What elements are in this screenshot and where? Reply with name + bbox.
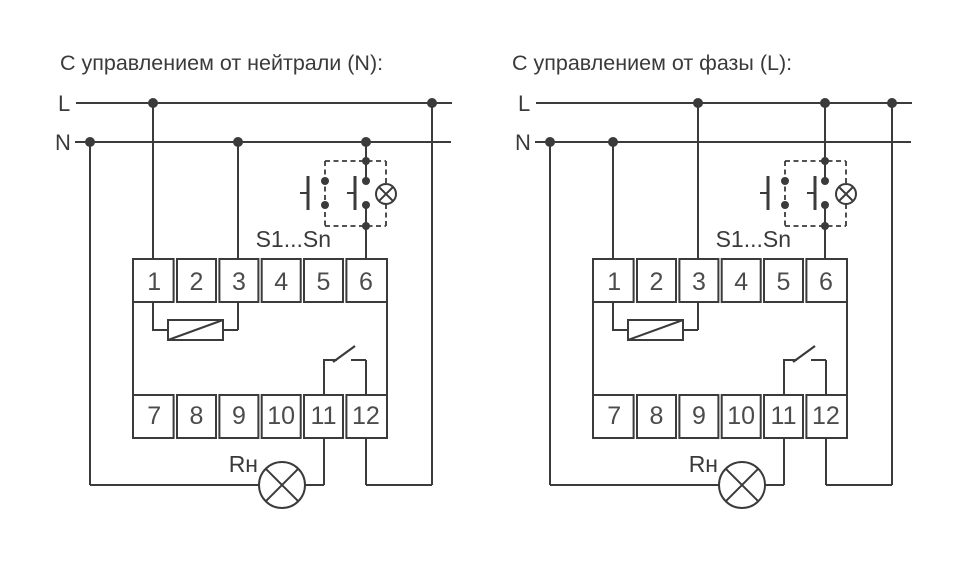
push-button-icon bbox=[807, 176, 829, 210]
terminal-number: 11 bbox=[311, 402, 337, 430]
terminal-number: 1 bbox=[147, 268, 161, 296]
terminal-number: 7 bbox=[607, 402, 621, 430]
terminal-number: 10 bbox=[727, 402, 755, 430]
load-lamp-icon bbox=[718, 461, 766, 509]
terminal-number: 12 bbox=[812, 402, 840, 430]
switch-range-label: S1...Sn bbox=[716, 226, 791, 252]
terminal-number: 2 bbox=[190, 268, 204, 296]
relay-coil-icon bbox=[152, 302, 239, 341]
junction-dots bbox=[85, 98, 437, 230]
load-lamp-icon bbox=[258, 461, 306, 509]
terminal-number: 5 bbox=[317, 268, 331, 296]
bus-label-n: N bbox=[515, 130, 531, 155]
load-label: Rн bbox=[689, 451, 718, 477]
terminal-number: 5 bbox=[777, 268, 791, 296]
junction-dots bbox=[545, 98, 897, 230]
terminal-number: 3 bbox=[232, 268, 246, 296]
lamp-icon bbox=[835, 183, 857, 205]
push-button-icon bbox=[300, 176, 329, 210]
terminal-number: 4 bbox=[274, 268, 288, 296]
terminal-number: 9 bbox=[692, 402, 706, 430]
terminal-number: 3 bbox=[692, 268, 706, 296]
lamp-icon bbox=[375, 183, 397, 205]
terminal-number: 1 bbox=[607, 268, 621, 296]
terminal-number: 4 bbox=[734, 268, 748, 296]
terminal-number: 12 bbox=[352, 402, 380, 430]
dashed-parallel-wiring bbox=[324, 160, 387, 227]
terminal-number: 7 bbox=[147, 402, 161, 430]
bus-label-l: L bbox=[58, 91, 70, 116]
terminal-number: 8 bbox=[190, 402, 204, 430]
terminal-number: 6 bbox=[359, 268, 373, 296]
terminal-number: 2 bbox=[650, 268, 664, 296]
diagram-control-from-phase: С управлением от фазы (L): L N bbox=[512, 51, 912, 509]
relay-coil-icon bbox=[612, 302, 699, 341]
dashed-parallel-wiring bbox=[784, 160, 847, 227]
wires bbox=[549, 103, 893, 486]
load-label: Rн bbox=[229, 451, 258, 477]
terminal-block: 1 2 3 4 5 6 7 8 9 10 11 12 bbox=[132, 258, 388, 439]
terminal-number: 10 bbox=[267, 402, 295, 430]
diagram-control-from-neutral: С управлением от нейтрали (N): L N bbox=[55, 51, 452, 509]
relay-contact-icon bbox=[323, 345, 367, 395]
push-button-icon bbox=[760, 176, 789, 210]
switch-range-label: S1...Sn bbox=[256, 226, 331, 252]
bus-label-l: L bbox=[518, 91, 530, 116]
bus-label-n: N bbox=[55, 130, 71, 155]
wires bbox=[89, 103, 433, 486]
terminal-block: 1 2 3 4 5 6 7 8 9 10 11 12 bbox=[592, 258, 849, 439]
diagram-title: С управлением от нейтрали (N): bbox=[60, 51, 383, 75]
terminal-number: 9 bbox=[232, 402, 246, 430]
terminal-number: 8 bbox=[650, 402, 664, 430]
terminal-number: 6 bbox=[819, 268, 833, 296]
push-button-icon bbox=[347, 176, 370, 210]
diagram-title: С управлением от фазы (L): bbox=[512, 51, 792, 75]
relay-contact-icon bbox=[783, 345, 827, 395]
terminal-number: 11 bbox=[771, 402, 797, 430]
